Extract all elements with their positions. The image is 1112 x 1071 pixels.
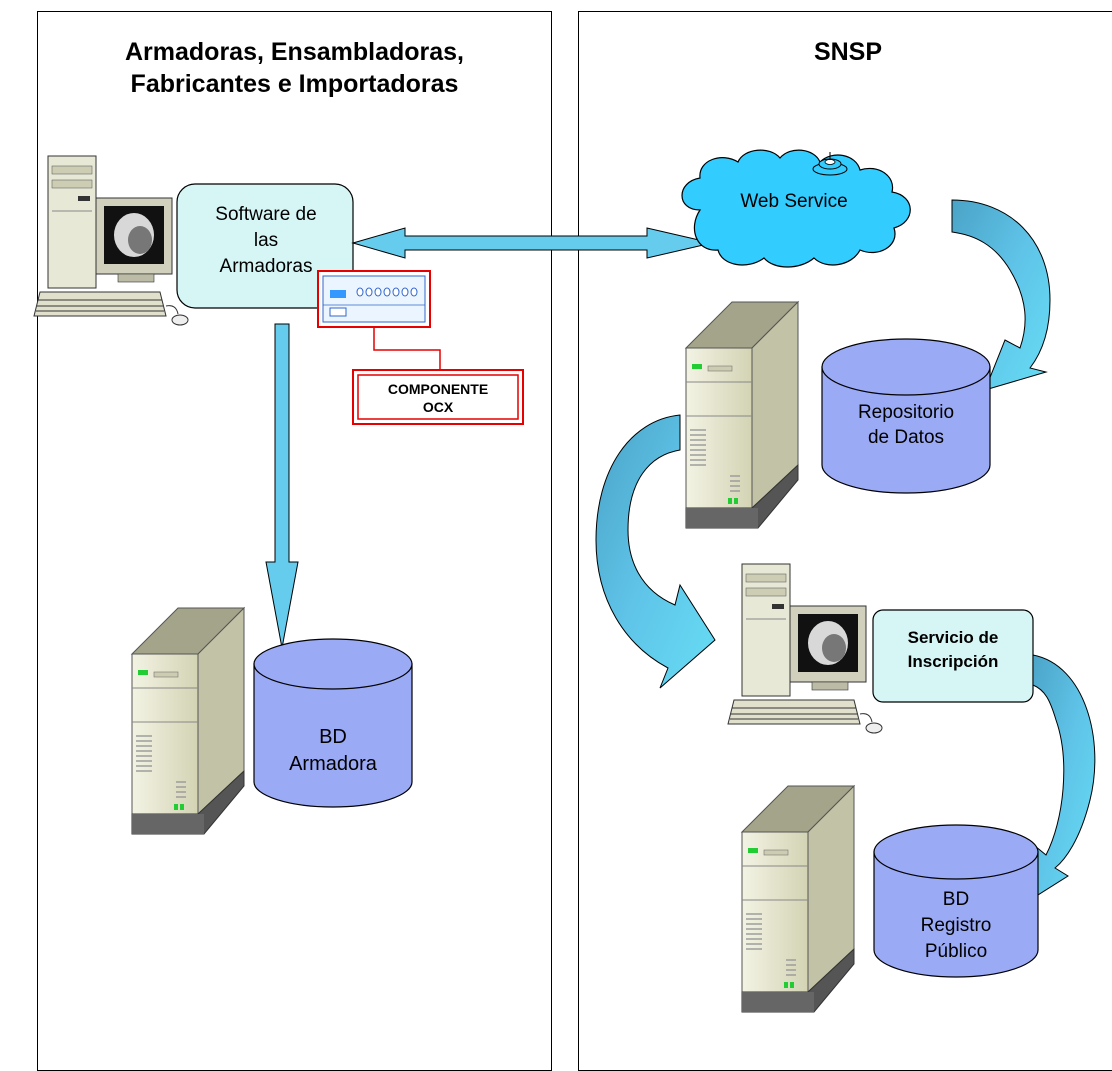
software-label-line3: Armadoras	[220, 256, 313, 277]
software-label-line2: las	[254, 230, 278, 251]
servicio-workstation-icon	[727, 563, 883, 734]
armadora-workstation-icon	[33, 155, 189, 326]
curved-arrow-repositorio-to-servicio	[595, 414, 716, 689]
armadora-server-icon	[131, 607, 245, 835]
bd-registro-label-line2: Registro	[921, 915, 992, 936]
bd-registro-label-line3: Público	[925, 941, 987, 962]
curved-arrow-ws-to-repositorio	[951, 199, 1051, 391]
bd-registro-label-line1: BD	[943, 889, 969, 910]
ocx-component-icon	[317, 270, 431, 328]
left-title-line1: Armadoras, Ensambladoras,	[124, 38, 464, 66]
right-swimlane-title: SNSP	[813, 38, 883, 66]
satellite-dish-icon	[812, 152, 848, 176]
servicio-label-line2: Inscripción	[908, 652, 999, 671]
repositorio-server-icon	[685, 301, 799, 529]
left-swimlane-title: Armadoras, Ensambladoras, Fabricantes e …	[37, 36, 552, 100]
curved-arrow-servicio-to-registro	[1029, 654, 1096, 901]
repositorio-label-line1: Repositorio	[858, 402, 954, 423]
left-title-line2: Fabricantes e Importadoras	[130, 70, 459, 98]
bd-armadora-label-line1: BD	[319, 726, 347, 748]
repositorio-label-line2: de Datos	[868, 427, 944, 448]
bd-registro-publico-cylinder[interactable]: BD Registro Público	[873, 824, 1039, 978]
repositorio-datos-cylinder[interactable]: Repositorio de Datos	[821, 338, 991, 494]
arrow-software-to-bd-armadora	[265, 323, 299, 649]
bd-armadora-cylinder[interactable]: BD Armadora	[253, 638, 413, 808]
componente-ocx-label-box[interactable]: COMPONENTE OCX	[352, 369, 524, 425]
registro-server-icon	[741, 785, 855, 1013]
ocx-connector-line	[373, 327, 441, 370]
servicio-label-line1: Servicio de	[908, 628, 999, 647]
bd-armadora-label-line2: Armadora	[289, 753, 378, 775]
software-armadoras-box[interactable]: Software de las Armadoras	[176, 183, 354, 309]
web-service-cloud[interactable]: Web Service	[681, 149, 911, 268]
servicio-inscripcion-box[interactable]: Servicio de Inscripción	[872, 609, 1034, 703]
software-label-line1: Software de	[215, 204, 316, 225]
ocx-label-line2: OCX	[423, 399, 454, 415]
arrow-software-web-service	[351, 227, 713, 259]
web-service-label: Web Service	[740, 191, 847, 212]
ocx-label-line1: COMPONENTE	[388, 381, 488, 397]
